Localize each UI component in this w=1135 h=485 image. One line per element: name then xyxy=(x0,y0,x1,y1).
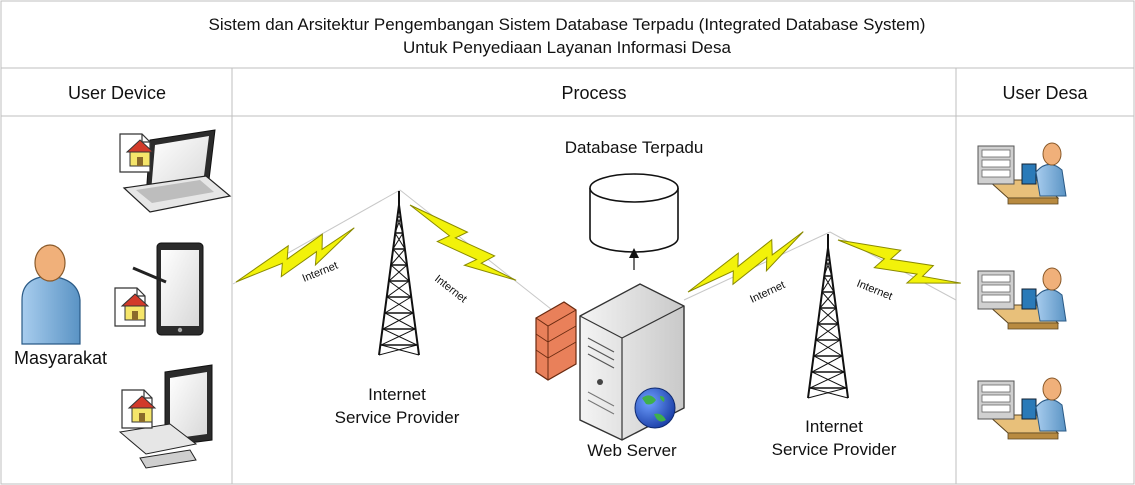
label-database: Database Terpadu xyxy=(565,138,704,157)
internet-label: Internet xyxy=(301,260,340,285)
lightning-bolt-icon xyxy=(400,193,522,297)
column-header-user-desa: User Desa xyxy=(1002,83,1088,103)
database-connector xyxy=(629,248,639,270)
workstation-icon xyxy=(977,377,1067,440)
label-isp-left-line-1: Internet xyxy=(368,385,426,404)
database-icon xyxy=(589,173,679,253)
workstation-icon xyxy=(977,142,1067,205)
lightning-bolt-icon xyxy=(230,219,363,296)
label-web-server: Web Server xyxy=(587,441,677,460)
internet-label: Internet xyxy=(748,279,787,306)
label-masyarakat: Masyarakat xyxy=(14,348,107,368)
laptop-icon xyxy=(122,129,232,213)
desktop-computer-icon xyxy=(118,364,213,469)
lightning-bolt-icon xyxy=(832,226,965,303)
house-document-icon xyxy=(114,287,149,327)
workstation-icon xyxy=(977,267,1067,330)
lightning-bolt-icon xyxy=(681,223,813,306)
label-isp-right-line-2: Service Provider xyxy=(772,440,897,459)
tower-icon xyxy=(807,233,849,399)
firewall-icon xyxy=(535,301,577,381)
column-header-user-device: User Device xyxy=(68,83,166,103)
column-header-process: Process xyxy=(561,83,626,103)
tower-icon xyxy=(378,190,420,356)
title-line-2: Untuk Penyediaan Layanan Informasi Desa xyxy=(403,38,731,57)
title-line-1: Sistem dan Arsitektur Pengembangan Siste… xyxy=(209,15,926,34)
internet-label: Internet xyxy=(432,273,469,305)
label-isp-right-line-1: Internet xyxy=(805,417,863,436)
house-document-icon xyxy=(121,389,156,429)
house-document-icon xyxy=(119,133,154,173)
label-isp-left-line-2: Service Provider xyxy=(335,408,460,427)
person-icon xyxy=(21,244,81,345)
tablet-icon xyxy=(132,242,204,336)
internet-label: Internet xyxy=(855,278,894,303)
globe-icon xyxy=(634,387,676,429)
